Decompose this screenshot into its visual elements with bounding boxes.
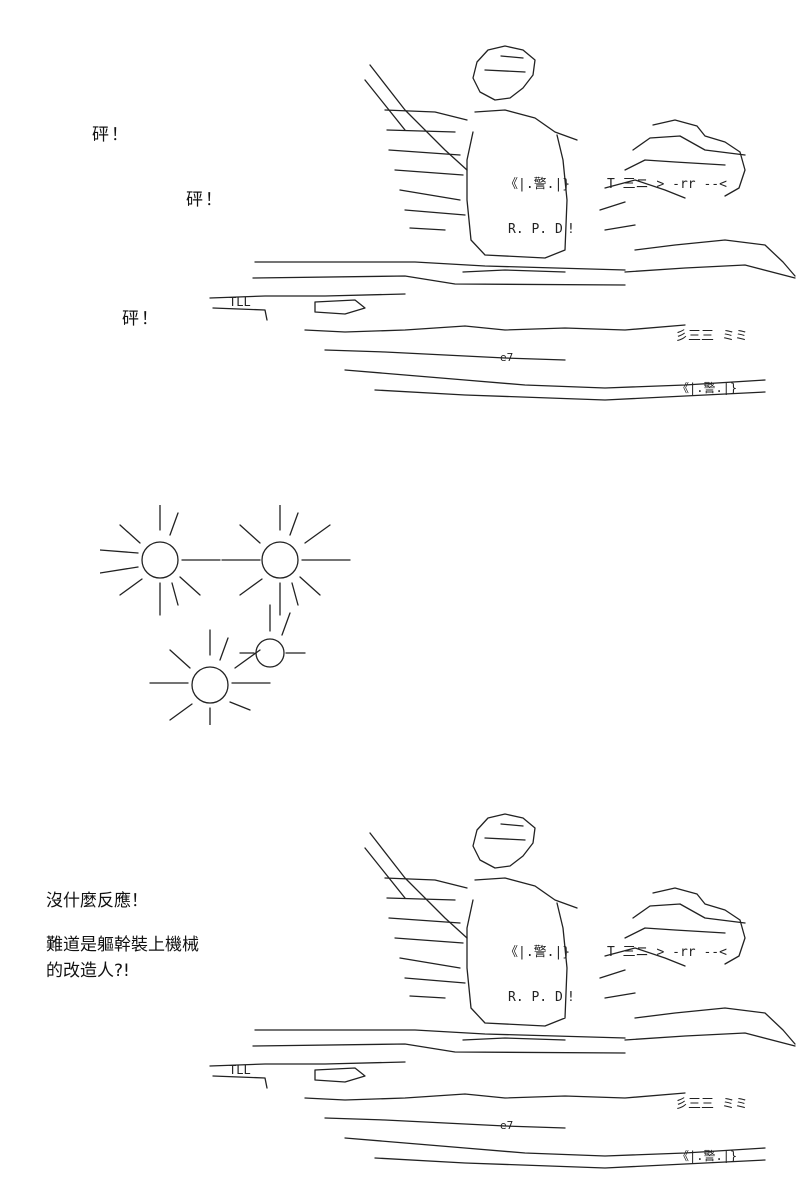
sfx-bang-3: 砰！ <box>122 309 160 329</box>
burst-3 <box>149 629 271 725</box>
prone-officer-outline <box>599 119 796 279</box>
mark-e7-top: e7 <box>500 351 513 364</box>
kanji-t-top: T 三ニ > -rr --< <box>607 177 727 192</box>
burst-2 <box>221 505 351 616</box>
vest-text-top: R. P. D <box>508 222 563 237</box>
gunfire-bursts <box>100 505 351 725</box>
kanji-t-bottom: T 三ニ > -rr --< <box>607 945 727 960</box>
exclaim-top: ! <box>567 222 575 237</box>
ascii-art-officers-top: 《|.警.|} R. P. D ! T 三ニ > -rr --< TLL e7 … <box>209 45 796 401</box>
burst-4 <box>239 604 306 668</box>
badge-left-top: 《|.警.|} <box>505 176 570 192</box>
gun-code-bottom: TLL <box>229 1063 251 1077</box>
kanji-rm-bottom: 彡三三 ミミ <box>675 1097 748 1112</box>
rifle-outline-2 <box>209 1029 766 1169</box>
sfx-bang-1: 砰！ <box>92 125 130 145</box>
badge-left-bottom: 《|.警.|} <box>505 944 570 960</box>
sfx-bang-2: 砰！ <box>186 190 224 210</box>
burst-1 <box>100 505 221 616</box>
vest-text-bottom: R. P. D <box>508 990 563 1005</box>
rifle-outline <box>209 261 766 401</box>
dialogue-block: 沒什麼反應！ 難道是軀幹裝上機械 的改造人?! <box>46 888 199 984</box>
prone-officer-outline-2 <box>599 887 796 1047</box>
ascii-art-officers-bottom: 《|.警.|} R. P. D ! T 三ニ > -rr --< TLL e7 … <box>209 813 796 1169</box>
dialogue-line-2: 難道是軀幹裝上機械 <box>46 935 199 955</box>
exclaim-bottom: ! <box>567 990 575 1005</box>
badge-right-bottom: 《|.警.|} <box>677 1148 737 1163</box>
dialogue-line-1: 沒什麼反應！ <box>46 891 148 911</box>
standing-officer-outline <box>364 45 578 273</box>
standing-officer-outline-2 <box>364 813 578 1041</box>
kanji-rm-top: 彡三三 ミミ <box>675 329 748 344</box>
badge-right-top: 《|.警.|} <box>677 380 737 395</box>
gun-code-top: TLL <box>229 295 251 309</box>
dialogue-line-3: 的改造人?! <box>46 961 130 981</box>
mark-e7-bottom: e7 <box>500 1119 513 1132</box>
